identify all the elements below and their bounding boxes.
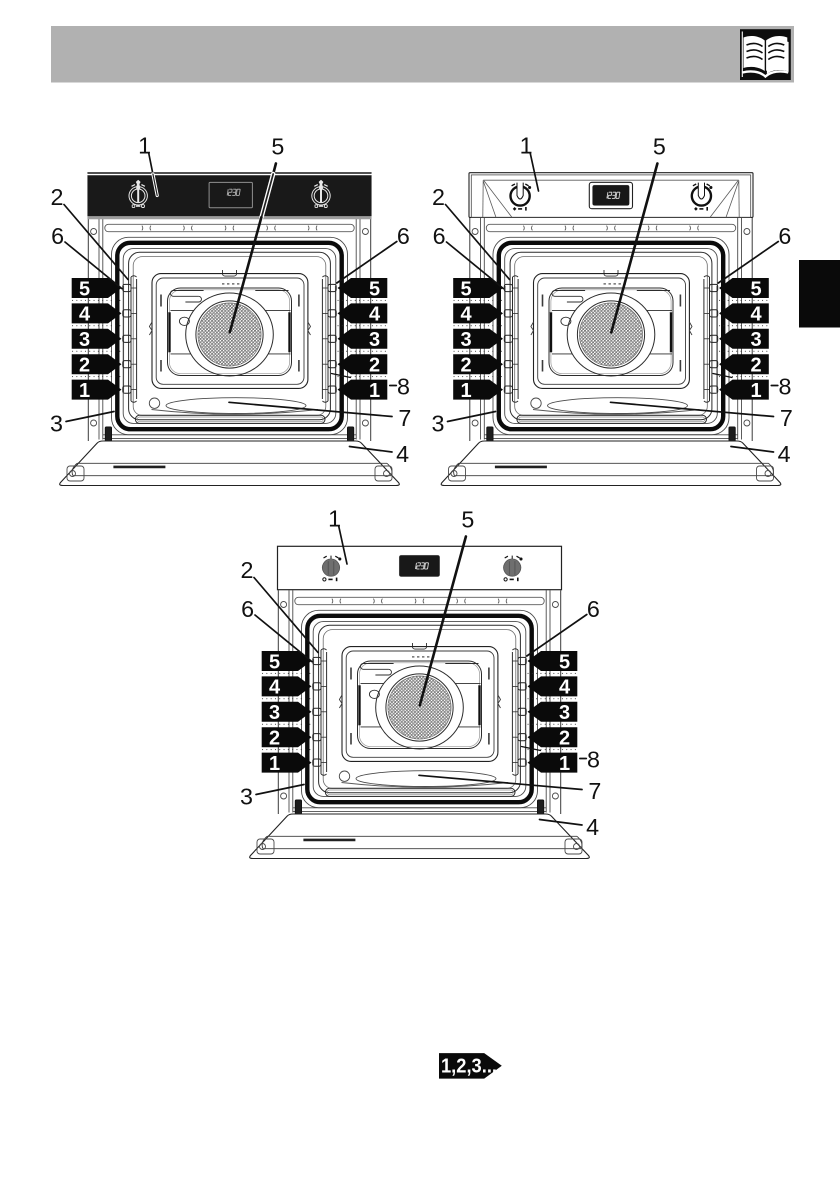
svg-text:2: 2 xyxy=(432,184,445,210)
svg-text:3: 3 xyxy=(269,702,280,724)
svg-text:4: 4 xyxy=(559,677,571,699)
svg-text:3: 3 xyxy=(750,329,761,351)
svg-text:1: 1 xyxy=(369,380,380,402)
svg-text:8: 8 xyxy=(397,374,410,400)
svg-text:2: 2 xyxy=(269,728,280,750)
svg-text:5: 5 xyxy=(369,278,380,300)
svg-text:2: 2 xyxy=(750,355,761,377)
svg-text:4: 4 xyxy=(460,304,472,326)
svg-text:5: 5 xyxy=(460,278,471,300)
svg-text:6: 6 xyxy=(433,223,446,249)
svg-text:1: 1 xyxy=(460,380,471,402)
svg-text:4: 4 xyxy=(396,441,409,467)
svg-text:1: 1 xyxy=(520,133,533,159)
svg-text:2: 2 xyxy=(559,728,570,750)
svg-text:2: 2 xyxy=(51,184,64,210)
svg-text:6: 6 xyxy=(51,223,64,249)
svg-text:2: 2 xyxy=(79,355,90,377)
svg-text:4: 4 xyxy=(369,304,381,326)
svg-text:5: 5 xyxy=(79,278,90,300)
svg-text:7: 7 xyxy=(780,405,793,431)
svg-text:1: 1 xyxy=(328,506,341,532)
svg-text:4: 4 xyxy=(750,304,762,326)
svg-text:1,2,3...: 1,2,3... xyxy=(441,1055,497,1077)
svg-text:4: 4 xyxy=(586,814,599,840)
svg-text:2: 2 xyxy=(369,355,380,377)
svg-text:5: 5 xyxy=(269,651,280,673)
svg-text:1: 1 xyxy=(269,753,280,775)
svg-text:1: 1 xyxy=(79,380,90,402)
svg-text:6: 6 xyxy=(778,223,791,249)
svg-text:1: 1 xyxy=(138,133,151,159)
svg-text:5: 5 xyxy=(271,134,284,160)
svg-text:1: 1 xyxy=(750,380,761,402)
svg-text:3: 3 xyxy=(79,329,90,351)
svg-text:6: 6 xyxy=(241,596,254,622)
svg-text:3: 3 xyxy=(559,702,570,724)
svg-text:4: 4 xyxy=(269,677,281,699)
svg-text:5: 5 xyxy=(559,651,570,673)
svg-text:5: 5 xyxy=(653,134,666,160)
svg-text:7: 7 xyxy=(398,405,411,431)
svg-text:4: 4 xyxy=(79,304,91,326)
svg-text:5: 5 xyxy=(461,507,474,533)
svg-text:7: 7 xyxy=(588,778,601,804)
svg-text:6: 6 xyxy=(397,223,410,249)
svg-text:8: 8 xyxy=(779,374,792,400)
svg-text:8: 8 xyxy=(587,747,600,773)
svg-text:2: 2 xyxy=(460,355,471,377)
svg-text:4: 4 xyxy=(778,441,791,467)
svg-text:6: 6 xyxy=(587,596,600,622)
svg-text:3: 3 xyxy=(369,329,380,351)
svg-text:3: 3 xyxy=(460,329,471,351)
svg-text:3: 3 xyxy=(240,784,253,810)
svg-text:3: 3 xyxy=(432,411,445,437)
svg-text:3: 3 xyxy=(50,411,63,437)
svg-text:2: 2 xyxy=(241,557,254,583)
svg-text:1: 1 xyxy=(559,753,570,775)
svg-text:5: 5 xyxy=(750,278,761,300)
